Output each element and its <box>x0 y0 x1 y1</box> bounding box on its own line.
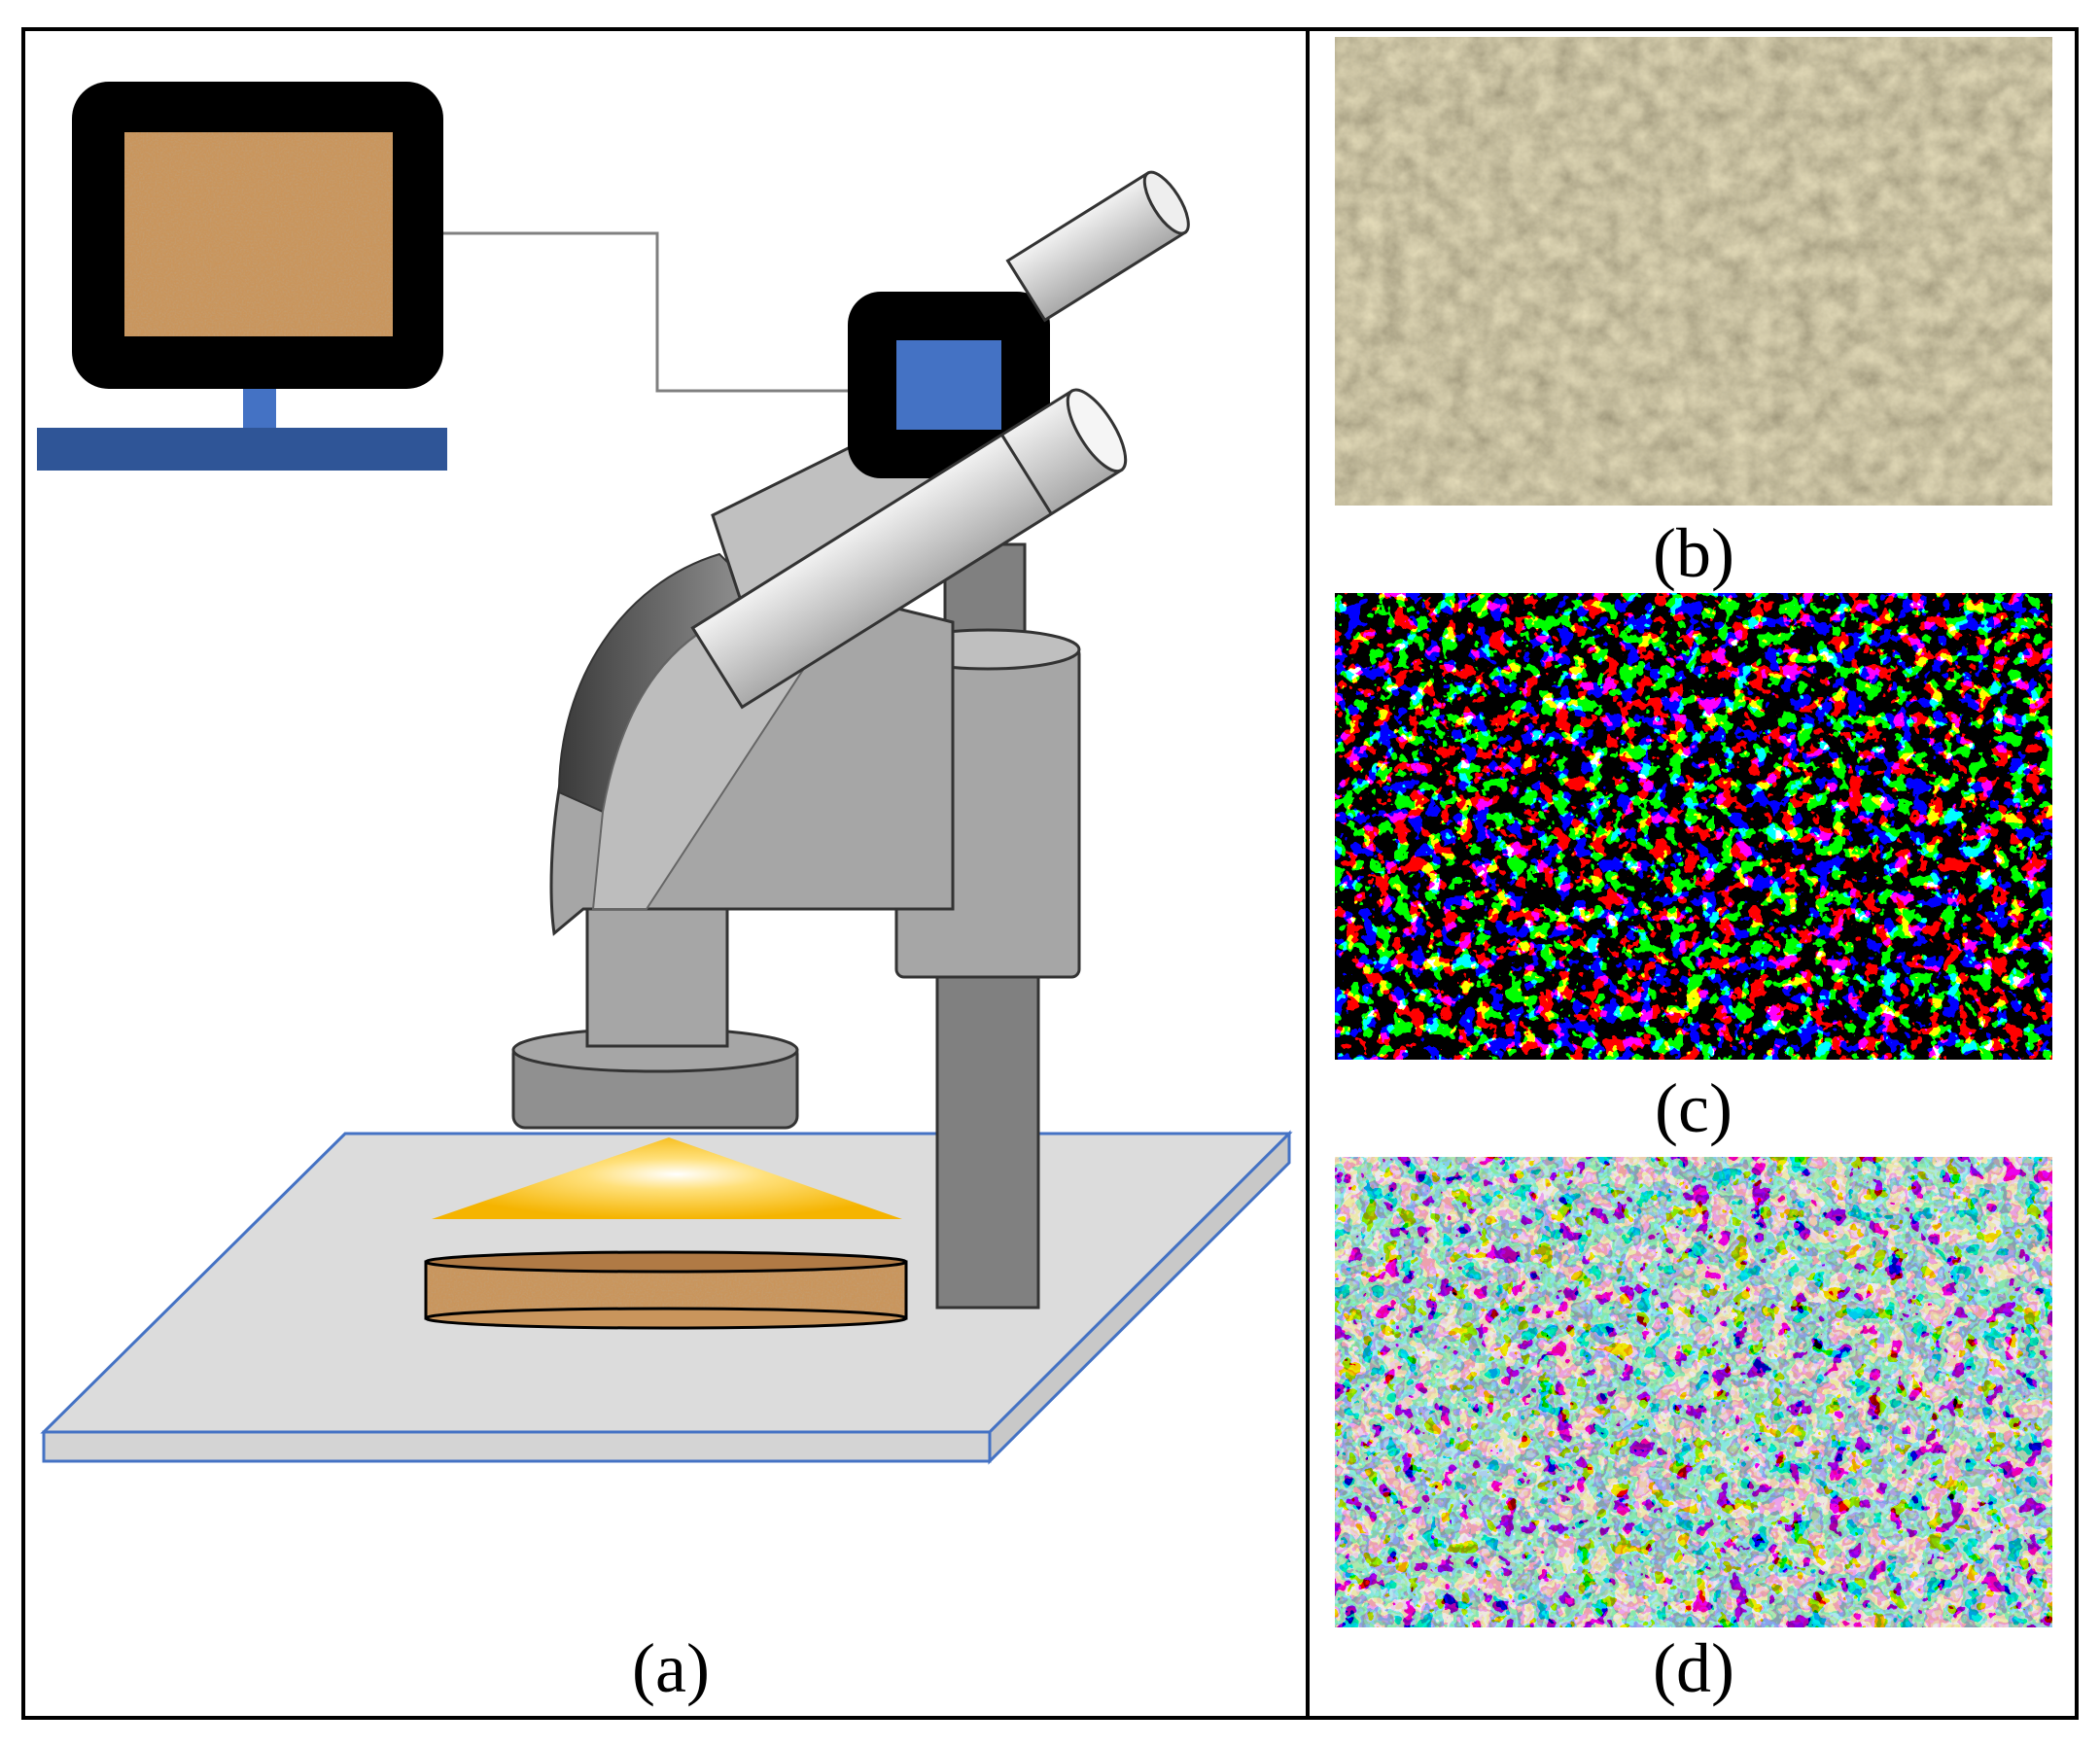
computer-monitor <box>37 82 447 471</box>
eyepiece-back-cap <box>1142 170 1190 235</box>
monitor-base <box>37 428 447 471</box>
label-a: (a) <box>632 1629 710 1707</box>
panel-d-image <box>1335 1157 2052 1627</box>
light-beam <box>432 1137 902 1219</box>
eyepiece-front-group <box>690 388 1128 710</box>
segmented-image-texture <box>1335 1157 2052 1627</box>
panel-c-image <box>1335 593 2052 1060</box>
camera-screen <box>896 340 1001 430</box>
stage-front <box>42 1430 992 1463</box>
figure-frame <box>21 27 2079 1720</box>
label-c: (c) <box>1655 1069 1732 1147</box>
panel-a-setup <box>37 82 1293 1465</box>
soil-sample-disc <box>424 1250 908 1330</box>
camera <box>848 292 1050 478</box>
panel-b-image <box>1335 37 2052 506</box>
label-d: (d) <box>1653 1629 1734 1707</box>
camera-cable <box>443 231 848 393</box>
soil-photo-texture <box>1335 37 2052 506</box>
label-b: (b) <box>1653 514 1734 592</box>
monitor-screen-texture <box>124 132 393 336</box>
sample-bottom <box>424 1307 908 1330</box>
binary-image-texture <box>1335 593 2052 1060</box>
eyepiece-tubes <box>1005 170 1190 323</box>
eyepiece-front-cap <box>1066 388 1128 473</box>
sample-top <box>424 1250 908 1274</box>
stage-side <box>988 1130 1291 1465</box>
eyepiece-front-band <box>1000 434 1053 515</box>
pillar-lower <box>935 956 1040 1310</box>
monitor-stand <box>243 389 276 430</box>
